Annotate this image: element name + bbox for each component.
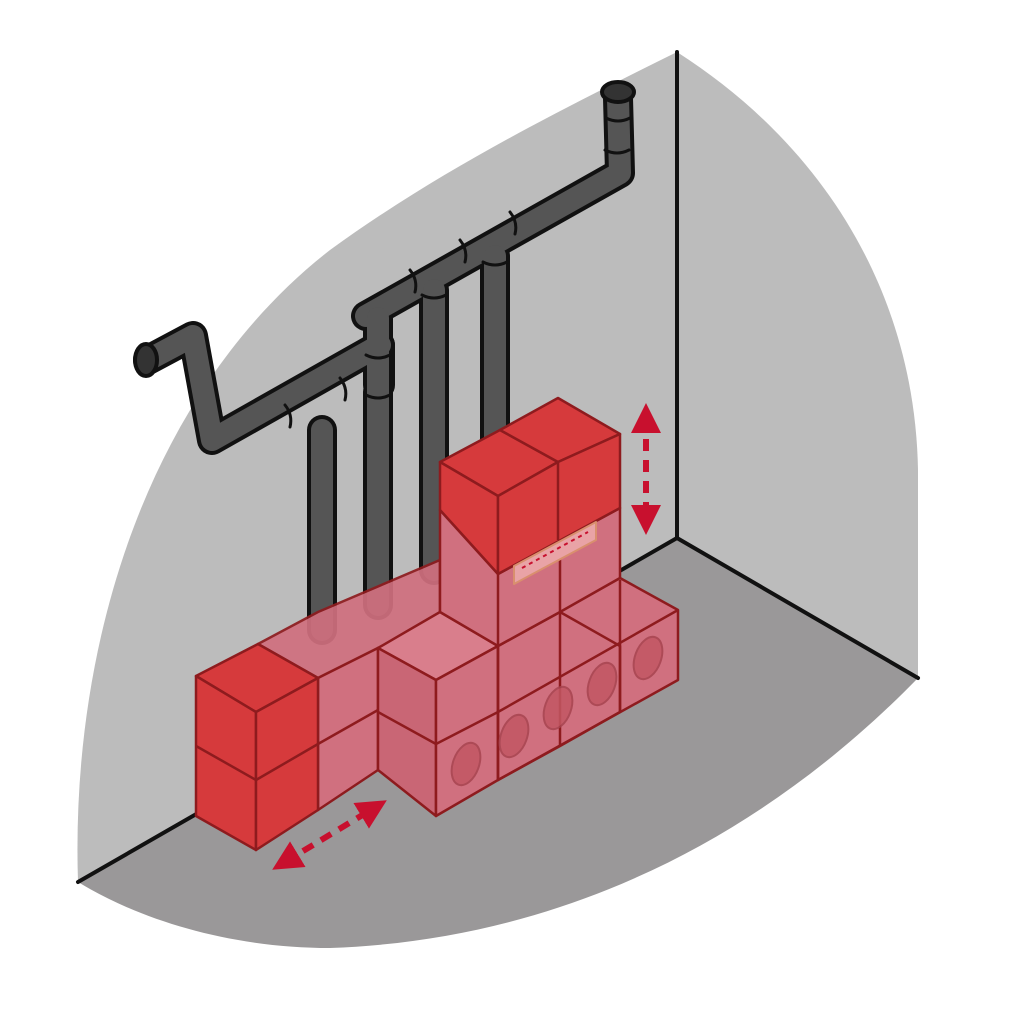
pipes [133,80,636,645]
module-assembly [194,396,680,852]
horizontal-adjustment-arrow-icon [272,800,387,870]
pipe-end-top [600,80,636,104]
panel-slot [513,521,597,585]
vent-holes [450,635,664,787]
pipe-end-left [133,342,159,378]
adjustment-arrows [272,403,661,870]
upper-horizontal-pipe [355,87,631,327]
lower-horizontal-pipe [137,325,391,451]
floor-edge-right [675,536,920,680]
side-wall [677,52,918,678]
